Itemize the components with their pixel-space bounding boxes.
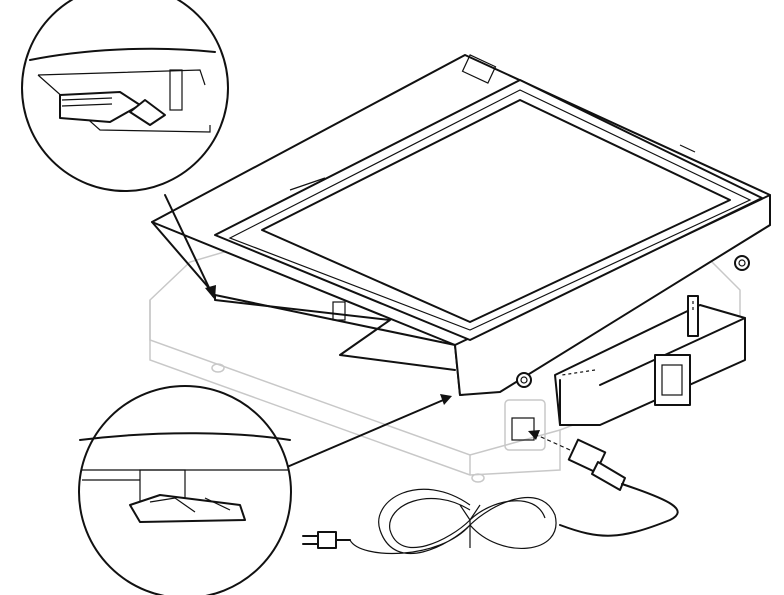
side-bracket [554, 295, 746, 426]
detail-callout-bottom [78, 385, 292, 595]
power-cord [329, 430, 679, 555]
knob-right [734, 255, 750, 271]
detail-callout-top [21, 0, 229, 192]
callout-arrows [164, 194, 452, 471]
power-plug [302, 531, 337, 549]
device-lid [151, 54, 771, 396]
knob-left [516, 372, 532, 388]
